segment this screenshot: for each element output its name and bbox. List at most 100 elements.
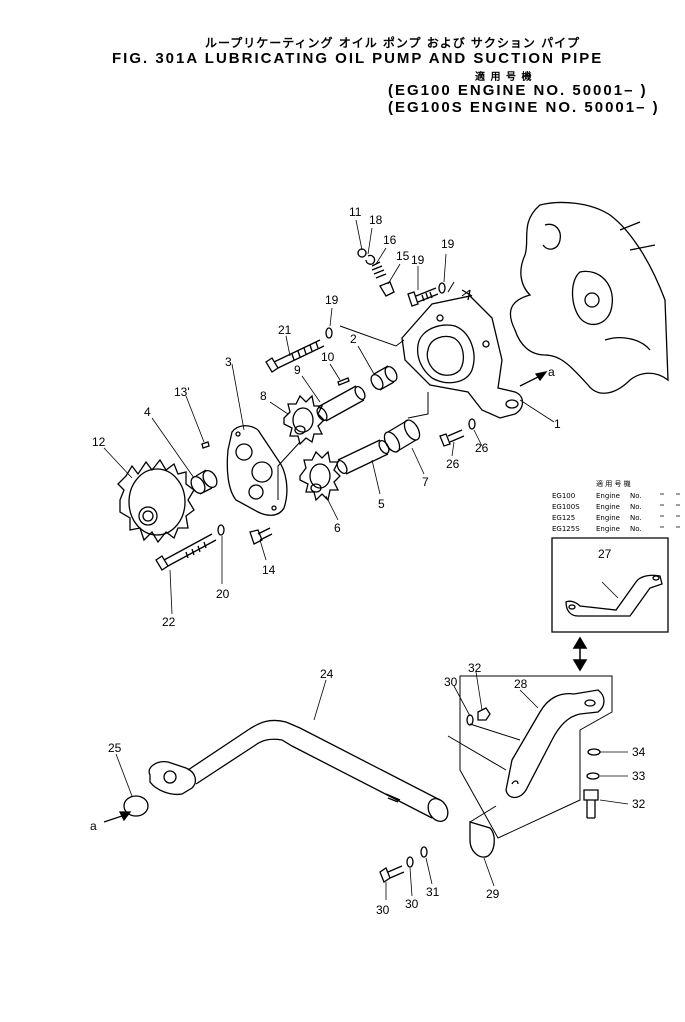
callout-22: 24 xyxy=(320,667,334,681)
figure-title: FIG. 301A LUBRICATING OIL PUMP AND SUCTI… xyxy=(112,50,604,67)
callout-ref-a-top: a xyxy=(548,365,555,379)
callout-3: 3 xyxy=(225,355,232,369)
washer-30-top xyxy=(466,714,474,726)
washer-19-mid xyxy=(325,327,333,339)
callout-5: 5 xyxy=(378,497,385,511)
bushing-7 xyxy=(383,419,421,453)
plug-12 xyxy=(357,248,367,258)
callout-30-low: 31 xyxy=(426,885,440,899)
callout-21: 22 xyxy=(162,615,176,629)
callout-28: 30 xyxy=(376,903,390,917)
callout-13: 13' xyxy=(174,385,190,399)
assembly-lines xyxy=(277,281,521,823)
valve-15 xyxy=(379,281,395,297)
bolt-32 xyxy=(583,789,599,819)
callout-23: 25 xyxy=(108,741,122,755)
washer-34 xyxy=(587,748,601,756)
drive-gear-large xyxy=(117,458,195,544)
callout-18: 19 xyxy=(411,253,425,267)
nut-31 xyxy=(477,707,491,721)
inset-row-3-no: No. xyxy=(630,514,642,522)
bolt-18 xyxy=(407,287,439,307)
spring-16 xyxy=(371,261,387,279)
dowel-pin-13 xyxy=(201,441,210,449)
callout-ref-a-bottom: a xyxy=(90,819,97,833)
callout-34: 34 xyxy=(632,745,646,759)
bolt-14 xyxy=(249,527,273,545)
callout-9: 9 xyxy=(294,363,301,377)
applicability-line-2: (EG100S ENGINE NO. 50001– ) xyxy=(388,99,660,116)
shaft-lower xyxy=(336,439,390,475)
callout-4: 4 xyxy=(144,405,151,419)
callout-31: 32 xyxy=(468,661,482,675)
callout-1: 1 xyxy=(554,417,561,431)
japanese-title: ループリケーティング オイル ポンプ および サクション パイプ xyxy=(205,36,581,50)
pump-gear-upper xyxy=(283,394,325,446)
clip-27 xyxy=(469,821,495,858)
callout-33: 33 xyxy=(632,769,646,783)
inset-row-3-col: Engine xyxy=(596,514,620,522)
washer-29 xyxy=(406,856,414,868)
bolt-21 xyxy=(155,533,217,571)
leader-lines xyxy=(103,219,629,900)
washer-19-top xyxy=(438,282,446,294)
callout-32: 32 xyxy=(632,797,646,811)
inset-row-2-no: No. xyxy=(630,503,642,511)
callout-19-low: 20 xyxy=(216,587,230,601)
bolt-24 xyxy=(439,429,465,447)
callout-27: 29 xyxy=(486,887,500,901)
inset-row-1-col: Engine xyxy=(596,492,620,500)
inset-row-1-model: EG100 xyxy=(552,492,575,500)
variant-arrow xyxy=(572,636,588,672)
applicability-line-1: (EG100 ENGINE NO. 50001– ) xyxy=(388,82,648,99)
callout-24: 26 xyxy=(446,457,460,471)
callout-26-inset: 27 xyxy=(598,547,612,561)
engine-block-outline xyxy=(509,201,669,394)
callout-25: 26 xyxy=(475,441,489,455)
inset-row-2-model: EG100S xyxy=(552,503,580,511)
pump-gear-lower xyxy=(299,450,341,502)
bracket-detail-box xyxy=(459,675,613,839)
key-pin-10 xyxy=(337,377,350,386)
callout-7: 7 xyxy=(422,475,429,489)
inset-variant-box xyxy=(551,537,669,633)
applicable-label: 適 用 号 機 xyxy=(475,72,533,83)
inset-table-heading: 適 用 号 機 xyxy=(596,479,631,488)
suction-pipe xyxy=(148,719,449,822)
ref-arrowhead-top xyxy=(534,371,548,382)
callout-10: 10 xyxy=(321,350,335,364)
inset-row-4-col: Engine xyxy=(596,525,620,533)
washer-25 xyxy=(468,418,476,430)
callout-14: 14 xyxy=(262,563,276,577)
bushing-2 xyxy=(370,365,398,391)
callout-20: 21 xyxy=(278,323,292,337)
callout-labels: 11 18 16 15 19 19 19 21 2 10 3 9 8 13' 4… xyxy=(90,205,646,917)
pump-body xyxy=(401,289,524,419)
inset-row-1-no: No. xyxy=(630,492,642,500)
washer-30-low xyxy=(420,846,428,858)
bolt-28 xyxy=(379,865,405,883)
callout-8: 8 xyxy=(260,389,267,403)
callout-12: 11 xyxy=(349,205,362,219)
callout-30-top: 30 xyxy=(444,675,458,689)
callout-17: 18 xyxy=(369,213,383,227)
washer-17 xyxy=(365,254,376,265)
pump-cover xyxy=(226,425,288,516)
callout-11: 12 xyxy=(92,435,106,449)
washer-19-low xyxy=(217,524,225,536)
inset-row-4-no: No. xyxy=(630,525,642,533)
inset-row-2-col: Engine xyxy=(596,503,620,511)
shaft-upper xyxy=(316,385,366,422)
washer-33 xyxy=(586,772,600,780)
inset-row-3-model: EG125 xyxy=(552,514,575,522)
inset-row-4-model: EG125S xyxy=(552,525,580,533)
bracket-26 xyxy=(505,689,605,799)
callout-19-mid: 19 xyxy=(325,293,339,307)
inset-table-dashes xyxy=(660,493,680,528)
callout-16: 16 xyxy=(383,233,397,247)
bolt-20 xyxy=(265,339,325,373)
inset-applicability-table: 適 用 号 機 EG100 Engine No. EG100S Engine N… xyxy=(552,479,642,533)
callout-26: 28 xyxy=(514,677,528,691)
callout-29: 30 xyxy=(405,897,419,911)
